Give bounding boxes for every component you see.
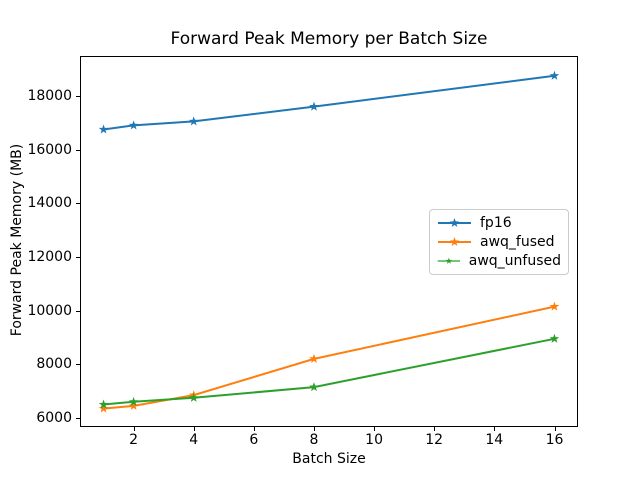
series-marker-awq-unfused-star-icon: [549, 333, 560, 343]
y-tick-mark: [76, 364, 80, 366]
series-marker-fp16-star-icon: [128, 120, 139, 130]
x-tick-mark: [314, 427, 315, 431]
y-tick-label: 6000: [36, 409, 72, 426]
x-tick-mark: [253, 427, 255, 431]
legend: fp16 awq_fused awq_unfused: [429, 209, 569, 275]
series-marker-awq-unfused-star-icon: [309, 382, 319, 392]
legend-swatch-awq-fused-star-icon: [438, 236, 471, 247]
x-tick-mark: [434, 427, 436, 431]
y-tick-mark: [76, 310, 80, 312]
y-tick-mark: [76, 203, 80, 205]
series-marker-fp16-star-icon: [188, 116, 199, 126]
legend-label-awq-unfused: awq_unfused: [468, 252, 561, 269]
x-tick-label: 14: [485, 432, 504, 448]
y-tick-label: 18000: [27, 87, 72, 104]
series-marker-fp16-star-icon: [98, 124, 109, 134]
x-tick-label: 12: [425, 432, 444, 448]
chart-canvas: [98, 70, 560, 413]
y-tick-mark: [76, 256, 80, 258]
y-tick-label: 12000: [27, 248, 72, 265]
chart-title: Forward Peak Memory per Batch Size: [170, 29, 488, 49]
series-marker-awq-unfused-star-icon: [98, 399, 109, 409]
series-marker-fp16-star-icon: [549, 70, 560, 80]
series-line-fp16: [103, 74, 555, 131]
x-tick-mark: [374, 427, 376, 431]
y-tick-mark: [76, 149, 80, 151]
plot-area: fp16 awq_fused awq_unfused 2 4 6 8 10 12 14 16 6…: [27, 56, 578, 448]
legend-label-awq-fused: awq_fused: [480, 233, 555, 250]
series-line-awq-unfused: [103, 337, 555, 406]
series-marker-awq-fused-star-icon: [98, 403, 109, 413]
y-axis-label: Forward Peak Memory (MB): [9, 143, 25, 337]
x-tick-label: 2: [129, 432, 139, 448]
x-tick-mark: [494, 427, 496, 431]
x-tick-mark: [554, 427, 556, 431]
x-tick-label: 4: [189, 432, 199, 448]
series-line-awq-fused: [103, 305, 555, 410]
series-marker-awq-fused-star-icon: [309, 353, 319, 363]
legend-entry-fp16: fp16: [437, 214, 561, 232]
legend-swatch-fp16-star-icon: [438, 218, 471, 228]
x-tick-label: 8: [309, 432, 319, 448]
x-tick-label: 16: [545, 432, 564, 448]
legend-label-fp16: fp16: [480, 215, 512, 232]
y-tick-label: 14000: [27, 195, 72, 212]
y-tick-label: 10000: [27, 302, 72, 319]
x-tick-mark: [193, 427, 195, 431]
y-tick-label: 8000: [36, 356, 72, 373]
series-marker-awq-unfused-star-icon: [128, 396, 139, 406]
x-tick-label: 10: [365, 432, 384, 448]
y-tick-mark: [76, 95, 80, 97]
x-axis-label: Batch Size: [292, 451, 366, 467]
series-marker-awq-unfused-star-icon: [188, 392, 199, 402]
legend-swatch-awq-unfused-star-icon: [437, 257, 461, 264]
series-marker-awq-fused-star-icon: [128, 400, 139, 410]
legend-entry-awq-fused: awq_fused: [437, 233, 561, 251]
y-tick-label: 16000: [27, 141, 72, 158]
series-marker-awq-fused-star-icon: [549, 301, 560, 311]
x-tick-label: 6: [249, 432, 259, 448]
y-tick-mark: [76, 417, 80, 419]
x-tick-mark: [133, 427, 135, 431]
series-marker-fp16-star-icon: [309, 101, 319, 111]
legend-entry-awq-unfused: awq_unfused: [437, 252, 561, 270]
